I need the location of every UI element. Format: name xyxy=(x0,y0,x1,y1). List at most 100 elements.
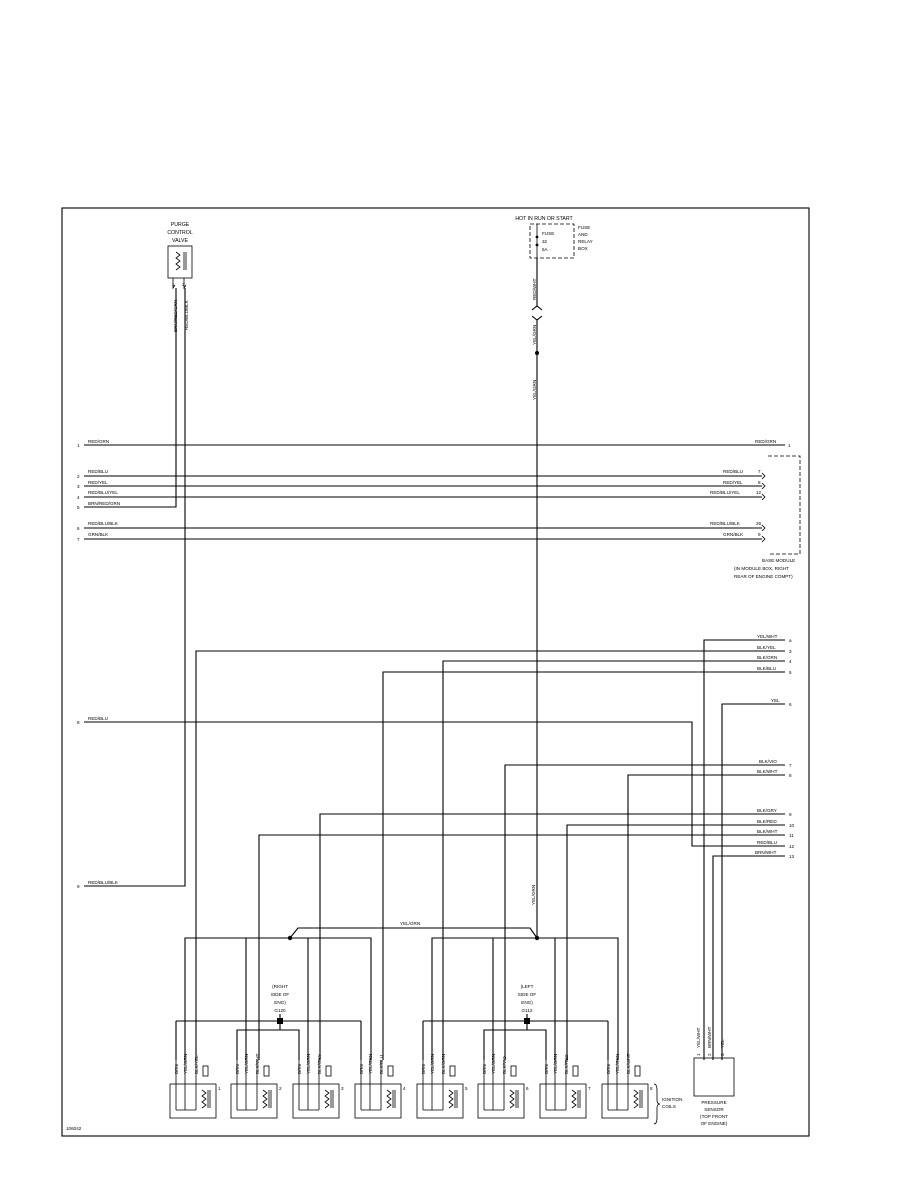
svg-text:2: 2 xyxy=(279,1086,282,1091)
svg-text:4: 4 xyxy=(77,495,80,500)
coil-7: BRN YEL/GRN BLK/RED 7 xyxy=(539,1054,591,1119)
svg-text:1: 1 xyxy=(788,443,791,448)
svg-text:1: 1 xyxy=(77,443,80,448)
svg-text:13: 13 xyxy=(789,854,795,859)
svg-text:9: 9 xyxy=(77,884,80,889)
base-module-label-1: BASE MODULE xyxy=(762,558,795,563)
svg-text:2: 2 xyxy=(707,1053,712,1056)
ignition-coils-label-1: IGNITION xyxy=(662,1097,682,1102)
vertical-yelgrn-label: YEL/GRN xyxy=(531,885,536,905)
svg-text:GRN/BLK: GRN/BLK xyxy=(88,532,109,537)
svg-text:(RIGHT: (RIGHT xyxy=(272,984,288,989)
svg-text:G112: G112 xyxy=(522,1008,533,1013)
wire-red-blu-blk xyxy=(84,288,186,887)
svg-text:BRN: BRN xyxy=(544,1064,549,1074)
svg-text:BLK/WHT: BLK/WHT xyxy=(757,769,778,774)
svg-text:BLK/YEL: BLK/YEL xyxy=(757,645,776,650)
purge-valve-label-1: PURGE xyxy=(171,222,190,228)
coil-1: BRN YEL/GRN BLK/YEL 1 xyxy=(169,1054,221,1119)
svg-text:YEL/GRN: YEL/GRN xyxy=(244,1054,249,1074)
ignition-coils-label-2: COILS xyxy=(662,1104,676,1109)
svg-text:BRN: BRN xyxy=(297,1064,302,1074)
svg-text:BRN: BRN xyxy=(606,1064,611,1074)
fuse-label-3: 5A xyxy=(542,247,549,252)
svg-text:BLK/RED: BLK/RED xyxy=(564,1054,569,1074)
coil-4: BRN YEL/GRN BLK/BLU 4 xyxy=(354,1054,406,1119)
svg-text:BLK/BLU: BLK/BLU xyxy=(757,666,776,671)
purge-valve-label-2: CONTROL xyxy=(167,230,192,236)
svg-text:SIDE OF: SIDE OF xyxy=(518,992,537,997)
fuse-32: HOT IN RUN OR START FUSE 32 5A FUSE AND … xyxy=(515,216,592,400)
svg-text:12: 12 xyxy=(789,844,795,849)
purge-valve-label-3: VALVE xyxy=(172,238,188,244)
svg-text:RED/GRN: RED/GRN xyxy=(755,439,776,444)
svg-text:8: 8 xyxy=(789,773,792,778)
svg-text:YEL/WHT: YEL/WHT xyxy=(696,1027,701,1048)
svg-text:GRN/BLK: GRN/BLK xyxy=(723,532,744,537)
svg-text:6: 6 xyxy=(526,1086,529,1091)
right-wire-labels: YEL/WHT a BLK/YEL 3 BLK/GRN 4 BLK/BLU 5 … xyxy=(77,634,795,889)
svg-text:5: 5 xyxy=(77,505,80,510)
svg-text:YEL: YEL xyxy=(720,1039,725,1048)
purge-wire-2-label: RED/BLU/BLK xyxy=(184,299,189,330)
svg-text:YEL/GRN: YEL/GRN xyxy=(183,1054,188,1074)
svg-text:BLK/GRN: BLK/GRN xyxy=(441,1054,446,1074)
svg-text:RED/BLU: RED/BLU xyxy=(88,469,108,474)
fuse-box-label-2: AND xyxy=(578,232,588,237)
svg-text:BLK/VIO: BLK/VIO xyxy=(502,1056,507,1074)
fuse-wire-label-mid: YEL/GRN xyxy=(532,325,537,345)
svg-text:YEL/GRN: YEL/GRN xyxy=(491,1054,496,1074)
base-module-label-2: (IN MODULE BOX, RIGHT xyxy=(734,566,789,571)
svg-text:3: 3 xyxy=(720,1053,725,1056)
svg-text:SIDE OF: SIDE OF xyxy=(271,992,290,997)
svg-text:BLK/WHT: BLK/WHT xyxy=(255,1053,260,1074)
svg-text:YEL/GRN: YEL/GRN xyxy=(306,1054,311,1074)
coil-3: BRN YEL/GRN BLK/GRY 3 xyxy=(292,1054,344,1119)
svg-text:ENG): ENG) xyxy=(521,1000,533,1005)
svg-text:BRN: BRN xyxy=(421,1064,426,1074)
svg-text:RED/BLU: RED/BLU xyxy=(88,716,108,721)
svg-text:RED/BLU/BLK: RED/BLU/BLK xyxy=(710,521,741,526)
svg-text:YEL: YEL xyxy=(771,698,780,703)
svg-text:BRN/RED/GRN: BRN/RED/GRN xyxy=(88,501,120,506)
svg-text:4: 4 xyxy=(403,1086,406,1091)
diagram-border xyxy=(61,207,810,1137)
svg-text:YEL/GRN: YEL/GRN xyxy=(430,1054,435,1074)
svg-text:10: 10 xyxy=(789,823,795,828)
fuse-box-label-3: RELAY xyxy=(578,239,593,244)
svg-text:RED/YEL: RED/YEL xyxy=(88,480,108,485)
fuse-wire-label-low: YEL/GRN xyxy=(532,380,537,400)
svg-text:RED/BLU: RED/BLU xyxy=(757,840,777,845)
svg-text:7: 7 xyxy=(588,1086,591,1091)
coil-5: BRN YEL/GRN BLK/GRN 5 xyxy=(416,1054,468,1119)
svg-text:RED/BLU/BLK: RED/BLU/BLK xyxy=(88,880,119,885)
svg-text:3: 3 xyxy=(789,649,792,654)
svg-text:BLK/RED: BLK/RED xyxy=(757,819,777,824)
svg-text:BLK/BLU: BLK/BLU xyxy=(379,1055,384,1074)
svg-text:4: 4 xyxy=(789,659,792,664)
purge-valve-pin-1: 1 xyxy=(172,282,175,287)
svg-text:5: 5 xyxy=(465,1086,468,1091)
yelgrn-splices: YEL/GRN YEL/GRN xyxy=(184,885,619,1060)
svg-text:RED/BLU/YEL: RED/BLU/YEL xyxy=(88,490,118,495)
pressure-sensor: YEL/WHT BRN/WHT YEL 1 2 3 PRESSURE SENSO… xyxy=(693,1026,735,1126)
coil-6: BRN YEL/GRN BLK/VIO 6 xyxy=(477,1054,529,1119)
svg-text:11: 11 xyxy=(789,833,794,838)
svg-text:8: 8 xyxy=(77,720,80,725)
svg-text:YEL/GRN: YEL/GRN xyxy=(615,1054,620,1074)
svg-text:26: 26 xyxy=(756,521,762,526)
svg-text:9: 9 xyxy=(789,812,792,817)
fuse-wire-label-top: RED/WHT xyxy=(532,278,537,300)
svg-text:3: 3 xyxy=(77,484,80,489)
svg-text:6: 6 xyxy=(77,526,80,531)
base-module-box xyxy=(768,455,801,555)
svg-text:BRN: BRN xyxy=(235,1064,240,1074)
coil-2: BRN YEL/GRN BLK/WHT 2 xyxy=(230,1053,282,1119)
purge-valve-pin-2: 2 xyxy=(182,282,185,287)
svg-text:1: 1 xyxy=(696,1053,701,1056)
fuse-label-2: 32 xyxy=(542,239,548,244)
ignition-coils: BRN YEL/GRN BLK/YEL 1 BRN YEL/GRN BLK/WH… xyxy=(169,1053,682,1125)
hot-in-run-label: HOT IN RUN OR START xyxy=(515,216,573,222)
svg-text:ENG): ENG) xyxy=(274,1000,286,1005)
svg-text:BLK/GRY: BLK/GRY xyxy=(317,1054,322,1074)
